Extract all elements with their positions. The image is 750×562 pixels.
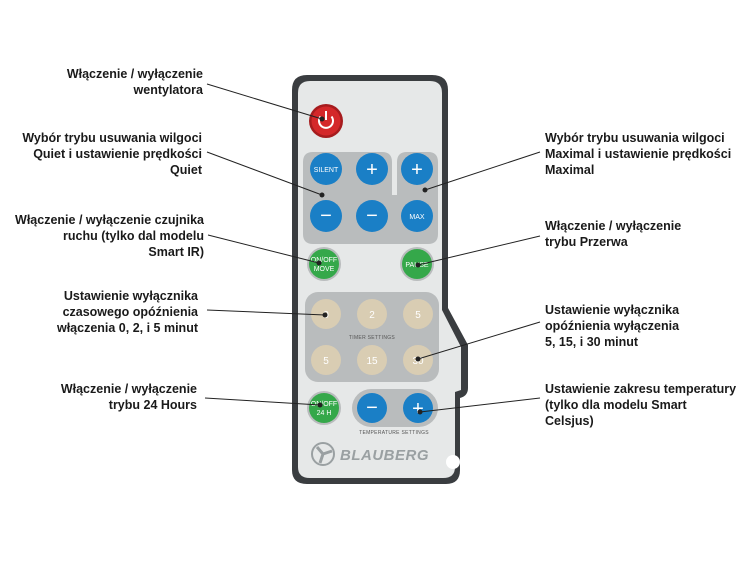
leader-line-temperature	[419, 397, 541, 413]
temperature-plus-button[interactable]: +	[403, 393, 433, 423]
timer-label: 2	[369, 310, 375, 321]
timer-on-5-button[interactable]: 5	[403, 299, 433, 329]
leader-dots	[316, 116, 428, 415]
plus-icon: +	[366, 159, 378, 181]
timer-on-label: Ustawienie wyłącznika czasowego opóźnien…	[56, 289, 198, 335]
timer-label: 30	[412, 356, 424, 367]
silent-label: SILENT	[314, 167, 339, 174]
leader-line-maximal	[424, 151, 541, 191]
maximal-minus-button[interactable]: −	[356, 200, 388, 232]
temperature-label: Ustawienie zakresu temperatury (tylko dl…	[545, 382, 737, 428]
timer-off-15-button[interactable]: 15	[357, 345, 387, 375]
leader-line-quiet	[206, 151, 323, 196]
power-icon	[318, 115, 334, 129]
timer-label: 15	[366, 356, 378, 367]
minus-icon: −	[320, 205, 332, 227]
leader-line-24h	[204, 397, 321, 406]
timer-off-label: Ustawienie wyłącznika opóźnienia wyłącze…	[545, 303, 680, 349]
hours24-label: Włączenie / wyłączenie trybu 24 Hours	[60, 382, 197, 412]
quiet-label: Wybór trybu usuwania wilgoci Quiet i ust…	[22, 131, 202, 177]
brand-logo: BLAUBERG	[311, 442, 429, 466]
max-button[interactable]: MAX	[401, 200, 433, 232]
temperature-minus-button[interactable]: −	[357, 393, 387, 423]
maximal-plus-button[interactable]: +	[401, 153, 433, 185]
leader-line-timer-off	[417, 321, 541, 360]
leader-lines	[204, 83, 541, 413]
timer-off-5-button[interactable]: 5	[311, 345, 341, 375]
hours24-button[interactable]: ON/OFF 24 H	[307, 391, 341, 425]
plus-icon: +	[411, 159, 423, 181]
power-button[interactable]	[309, 104, 343, 138]
fan-icon	[311, 442, 335, 466]
timer-label: 5	[323, 356, 329, 367]
minus-icon: −	[366, 397, 378, 419]
remote-hole	[446, 455, 460, 469]
onoff-label: ON/OFF	[311, 401, 337, 408]
leader-line-power	[206, 83, 323, 120]
maximal-label: Wybór trybu usuwania wilgoci Maximal i u…	[545, 131, 732, 177]
plus-icon: +	[412, 398, 424, 420]
quiet-plus-button[interactable]: +	[356, 153, 388, 185]
max-label: MAX	[409, 214, 425, 221]
quiet-minus-button[interactable]: −	[310, 200, 342, 232]
move-label: MOVE	[314, 266, 335, 273]
leader-line-pause	[417, 235, 541, 266]
power-label: Włączenie / wyłączenie wentylatora	[66, 67, 203, 97]
onoff-label: ON/OFF	[311, 257, 337, 264]
leader-line-timer-on	[206, 309, 326, 316]
timer-label: 5	[415, 310, 421, 321]
silent-button[interactable]: SILENT	[310, 153, 342, 185]
minus-icon: −	[366, 205, 378, 227]
timer-settings-caption: TIMER SETTINGS	[349, 335, 396, 341]
timer-on-2-button[interactable]: 2	[357, 299, 387, 329]
motion-sensor-label: Włączenie / wyłączenie czujnika ruchu (t…	[15, 213, 204, 259]
brand-name: BLAUBERG	[340, 447, 429, 464]
motion-sensor-button[interactable]: ON/OFF MOVE	[307, 247, 341, 281]
pause-label: Włączenie / wyłączenie trybu Przerwa	[545, 219, 682, 249]
leader-line-motion	[207, 234, 320, 264]
temperature-settings-caption: TEMPERATURE SETTINGS	[359, 430, 429, 436]
h24-label: 24 H	[317, 410, 332, 417]
